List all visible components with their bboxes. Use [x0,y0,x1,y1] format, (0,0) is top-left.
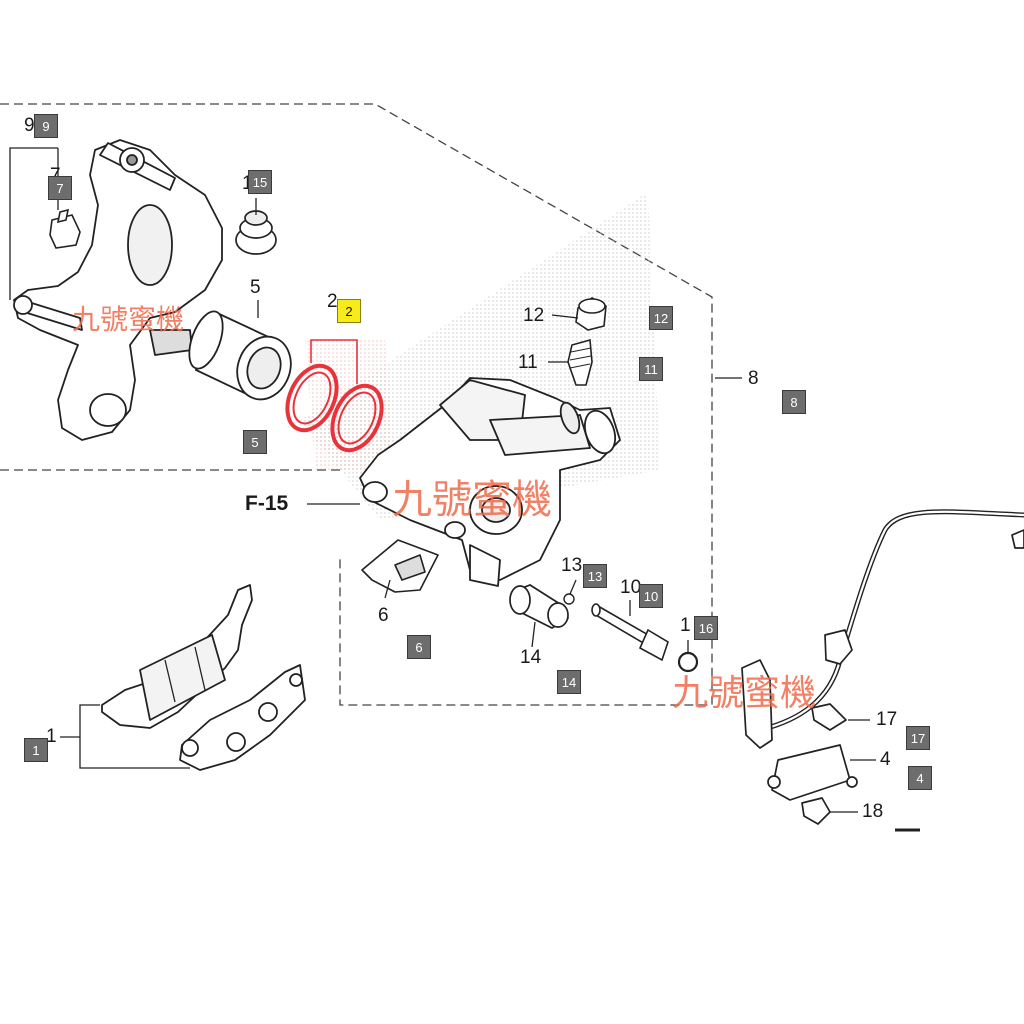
pad-spring-part [361,539,439,593]
boot-part [235,210,277,255]
ref-box-15[interactable]: 15 [248,170,272,194]
ref-box-14[interactable]: 14 [557,670,581,694]
part-label-13: 13 [561,555,583,576]
ref-box-7[interactable]: 7 [48,176,72,200]
part-label-18: 18 [862,801,884,822]
part-label-6: 6 [378,605,389,626]
part-label-5: 5 [250,277,261,298]
slide-pin-part [509,584,570,629]
ref-box-12[interactable]: 12 [649,306,673,330]
ref-box-11[interactable]: 11 [639,357,663,381]
sensor-bracket-part [741,529,1024,825]
ref-box-16[interactable]: 16 [694,616,718,640]
ref-box-1[interactable]: 1 [24,738,48,762]
piston-part [188,310,292,401]
ref-box-9[interactable]: 9 [34,114,58,138]
part-2-leader [310,339,358,384]
watermark-text: 九號蜜機 [72,303,185,336]
leader-lines [9,147,920,832]
watermark-text-center: 九號蜜機 [392,477,552,523]
caliper-body-part [359,377,621,587]
section-callout[interactable]: F-15 [245,492,289,515]
bracket-part [13,139,223,441]
watermark-text-right: 九號蜜機 [672,673,817,714]
ref-box-6[interactable]: 6 [407,635,431,659]
part-label-4: 4 [880,749,891,770]
part-label-9: 9 [24,115,35,136]
part-label-10: 10 [620,577,642,598]
o-ring-part [677,651,699,673]
part-label-14: 14 [520,647,542,668]
part-label-2: 2 [327,291,338,312]
ref-box-10[interactable]: 10 [639,584,663,608]
ref-box-17[interactable]: 17 [906,726,930,750]
bleeder-cap-part [575,297,607,331]
pin-clip-part [49,208,81,249]
part-label-1-top: 1 [680,615,691,636]
part-label-7: 7 [50,166,61,185]
part-label-17: 17 [876,709,898,730]
bleeder-screw-part [567,338,593,386]
ref-box-13[interactable]: 13 [583,564,607,588]
small-ring-part [563,593,575,605]
sensor-cable-inner [758,510,1024,732]
ref-box-5[interactable]: 5 [243,430,267,454]
ref-box-8[interactable]: 8 [782,390,806,414]
part-label-12: 12 [523,305,545,326]
part-label-8: 8 [748,368,759,389]
part-label-1: 1 [46,726,57,747]
seal-rings-highlight [285,363,384,453]
ref-box-4[interactable]: 4 [908,766,932,790]
long-pin-part [591,603,669,662]
brake-pads-part [101,584,306,771]
part-label-11: 11 [518,352,538,373]
ref-box-2-highlighted[interactable]: 2 [337,299,361,323]
